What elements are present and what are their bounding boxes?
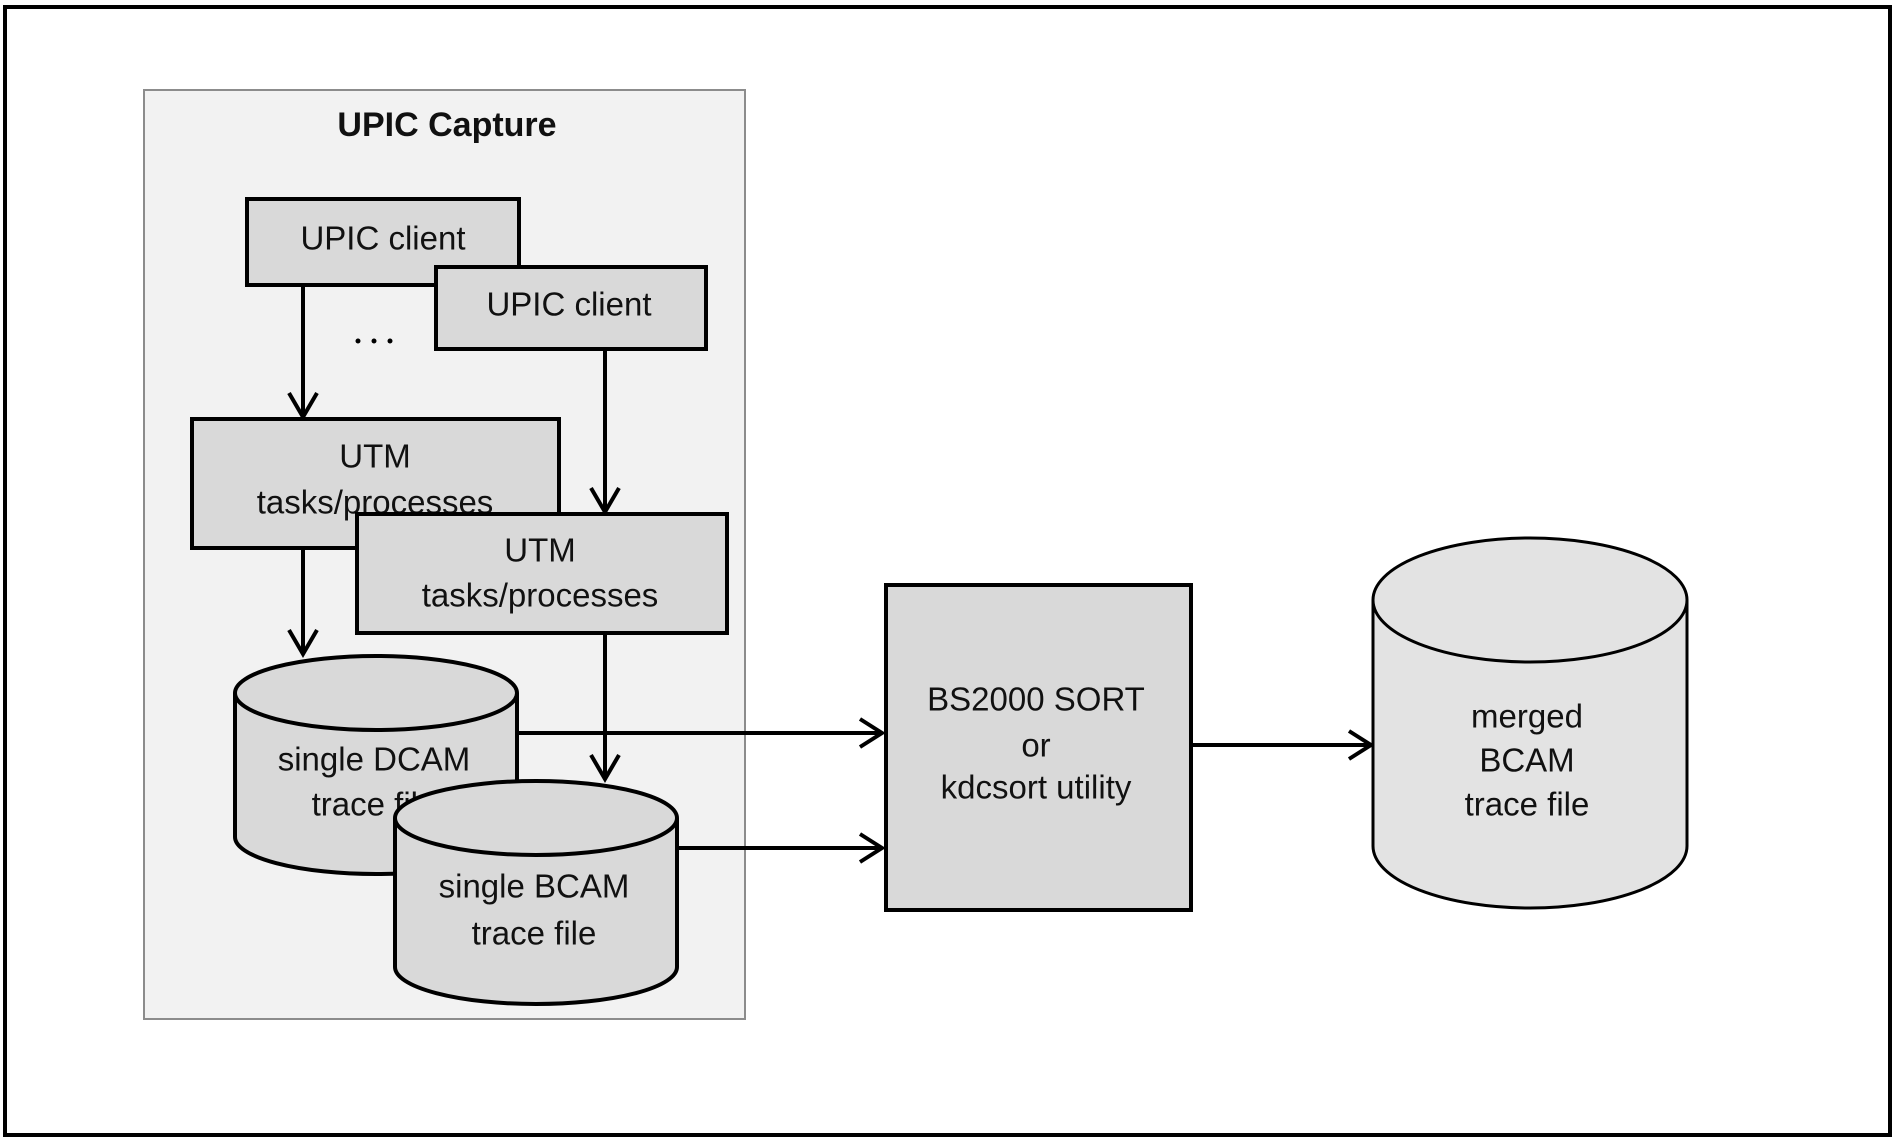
connectors (287, 285, 1375, 864)
node-label-line-1: UTM (339, 438, 410, 475)
node-upic-client-2[interactable]: UPIC client (434, 265, 708, 351)
node-label-line-2: tasks/processes (422, 577, 659, 614)
node-label-line-3: kdcsort utility (941, 769, 1132, 806)
node-merged-trace-file[interactable]: merged BCAM trace file (1371, 536, 1689, 910)
group-title: UPIC Capture (337, 106, 556, 144)
arrowhead-icon (287, 628, 319, 658)
node-label-line-1: UTM (504, 532, 575, 569)
node-label-line-2: BCAM (1479, 742, 1574, 779)
arrowhead-icon (858, 717, 886, 749)
node-single-trace-file-2[interactable]: single BCAM trace file (393, 779, 679, 1006)
node-label-line-2: or (1021, 727, 1050, 764)
node-label-line-1: merged (1471, 698, 1583, 735)
node-label-line-1: single DCAM (278, 741, 471, 778)
ellipsis-more-clients (355, 338, 393, 344)
node-label: UPIC client (486, 286, 651, 323)
node-sort-utility[interactable]: BS2000 SORT or kdcsort utility (884, 583, 1193, 912)
node-label-line-2: trace file (472, 915, 597, 952)
node-utm-tasks-2[interactable]: UTM tasks/processes (355, 512, 729, 635)
arrowhead-icon (858, 832, 886, 864)
node-label-line-1: single BCAM (439, 868, 630, 905)
node-label: UPIC client (300, 220, 465, 257)
arrowhead-icon (589, 753, 621, 783)
node-label-line-1: BS2000 SORT (927, 681, 1145, 718)
node-label-line-3: trace file (1465, 786, 1590, 823)
arrowhead-icon (1347, 729, 1375, 761)
